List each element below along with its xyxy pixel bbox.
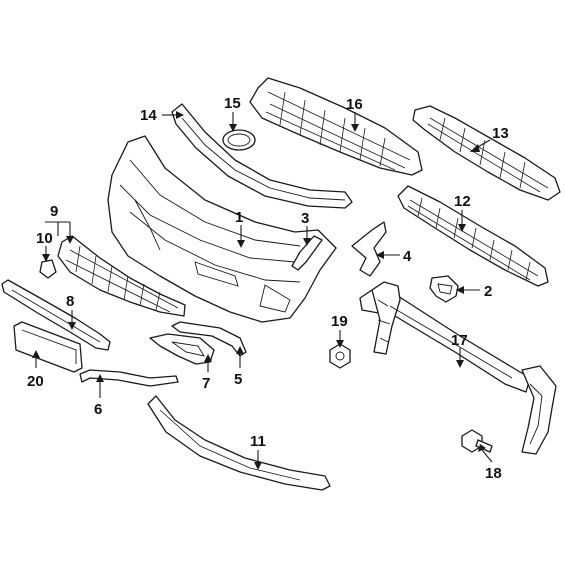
callout-19: 19 [331, 313, 348, 330]
callout-7: 7 [202, 375, 210, 392]
part-16-grille-support [249, 77, 423, 176]
callout-labels: 1 2 3 4 5 6 7 8 9 10 11 12 13 14 15 16 1… [27, 95, 509, 482]
leader-lines [32, 111, 493, 470]
callout-6: 6 [94, 401, 102, 418]
callout-20: 20 [27, 373, 44, 390]
part-8-lower-strip [1, 279, 111, 351]
part-12-lower-grille [397, 185, 549, 287]
callout-9: 9 [50, 203, 58, 220]
callout-8: 8 [66, 293, 74, 310]
part-6-trim-strip [79, 369, 179, 387]
callout-16: 16 [346, 96, 363, 113]
part-2-clip [429, 275, 459, 303]
callout-13: 13 [492, 125, 509, 142]
callout-4: 4 [403, 248, 412, 265]
part-10-clip [39, 259, 57, 279]
callout-10: 10 [36, 230, 53, 247]
part-15-emblem [222, 129, 256, 151]
callout-18: 18 [485, 465, 502, 482]
callout-3: 3 [301, 210, 309, 227]
callout-5: 5 [234, 371, 242, 388]
callout-2: 2 [484, 283, 492, 300]
part-18-bolt [461, 429, 493, 453]
part-4-bracket [351, 221, 387, 277]
callout-11: 11 [250, 433, 266, 450]
part-20-license-bracket [13, 321, 83, 373]
part-17-reinforcement-beam [359, 281, 557, 455]
part-3-trim [291, 235, 323, 271]
part-11-lower-lip [147, 395, 331, 491]
callout-15: 15 [224, 95, 241, 112]
callout-1: 1 [235, 209, 243, 226]
part-7-fog-bezel [149, 333, 215, 365]
callout-14: 14 [140, 107, 157, 124]
part-13-energy-absorber [412, 105, 561, 201]
part-1-bumper-cover [107, 135, 337, 323]
part-19-nut [329, 343, 351, 369]
part-9-upper-grille [57, 235, 186, 317]
callout-17: 17 [451, 332, 468, 349]
callout-12: 12 [454, 193, 471, 210]
part-14-upper-garnish [171, 103, 353, 209]
